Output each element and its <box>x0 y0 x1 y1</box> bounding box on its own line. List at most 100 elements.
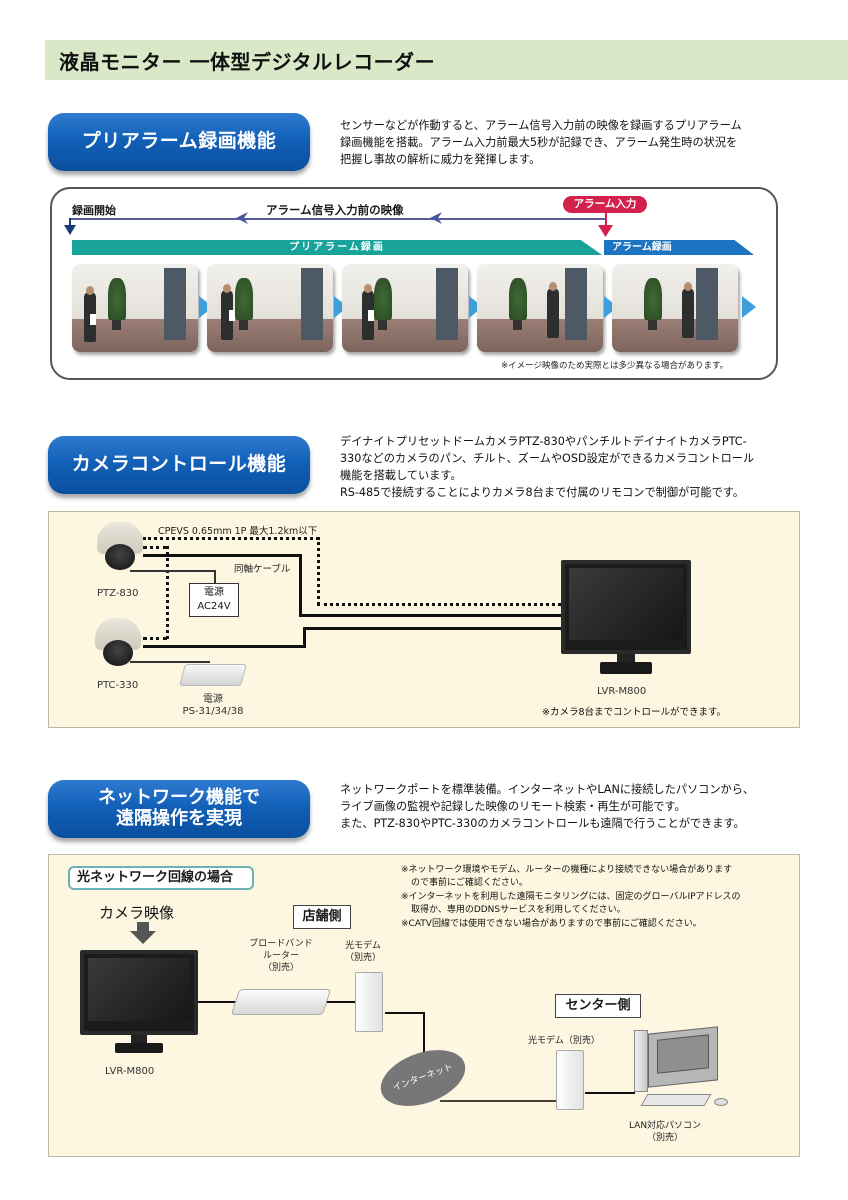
network-notes: ※ネットワーク環境やモデム、ルーターの機種により接続できない場合があります ので… <box>401 864 781 931</box>
camera-video-label: カメラ映像 <box>99 904 175 922</box>
coax-cable-label: 同軸ケーブル <box>234 564 291 575</box>
center-side-tag: センター側 <box>555 994 641 1018</box>
page-title-bar: 液晶モニター 一体型デジタルレコーダー <box>45 40 848 80</box>
coax-cable <box>303 627 306 648</box>
pc-label: LAN対応パソコン （別売） <box>615 1120 715 1144</box>
alarm-input-tag: アラーム入力 <box>563 196 647 213</box>
store-fiber-modem <box>355 972 383 1032</box>
coax-cable <box>299 614 567 617</box>
network-section-label: ネットワーク機能で <box>98 787 260 809</box>
rs485-cable <box>143 546 167 549</box>
recording-start-label: 録画開始 <box>72 204 116 217</box>
description-line: 把握し事故の解析に威力を発揮します。 <box>340 153 541 166</box>
monitor-model-label: LVR-M800 <box>105 1066 155 1077</box>
coax-cable <box>143 554 301 557</box>
description-line: 録画機能を搭載。アラーム入力前最大5秒が記録でき、アラーム発生時の状況を <box>340 136 738 149</box>
camera-control-section-button: カメラコントロール機能 <box>48 436 310 494</box>
next-frame-arrow-icon <box>742 296 756 318</box>
arrow-left-icon <box>236 212 248 224</box>
monitor-model-label: LVR-M800 <box>597 686 647 697</box>
alarm-input-tick <box>605 212 607 229</box>
description-line: 330などのカメラのパン、チルト、ズームやOSD設定ができるカメラコントロール <box>340 452 755 465</box>
rs485-cable <box>143 537 319 540</box>
network-section-label: 遠隔操作を実現 <box>116 808 242 829</box>
label-line: （別売） <box>262 963 299 973</box>
psu-label: AC24V <box>197 601 231 612</box>
power-supply-ac24v: 電源 AC24V <box>189 583 239 617</box>
arrow-down-icon <box>130 922 156 944</box>
note-line: ※インターネットを利用した遠隔モニタリングには、固定のグローバルIPアドレスの <box>401 891 741 902</box>
router-label: ブロードバンド ルーター （別売） <box>246 938 316 974</box>
rs485-cable <box>317 537 320 605</box>
monitor-note: ※カメラ8台までコントロールができます。 <box>542 707 727 718</box>
rs485-cable <box>317 603 567 606</box>
prealarm-section-label: プリアラーム録画機能 <box>81 130 277 153</box>
note-line: ので事前にご確認ください。 <box>411 878 528 889</box>
description-line: センサーなどが作動すると、アラーム信号入力前の映像を録画するプリアラーム <box>340 119 742 132</box>
power-supply-unit <box>179 664 247 686</box>
coax-cable <box>299 554 302 616</box>
fiber-cable <box>440 1100 556 1102</box>
label-line: ルーター <box>262 951 299 961</box>
label-line: ブロードバンド <box>249 939 313 949</box>
lan-pc <box>634 1026 734 1115</box>
label-line: （別売） <box>344 953 381 963</box>
psu-label: PS-31/34/38 <box>182 706 244 717</box>
alarm-recording-band: アラーム録画 <box>604 240 754 255</box>
coax-cable <box>143 645 305 648</box>
video-frame-1 <box>72 264 198 352</box>
video-frame-4 <box>477 264 603 352</box>
camera-model-label: PTZ-830 <box>97 588 139 599</box>
center-modem-label: 光モデム（別売） <box>528 1036 600 1046</box>
store-side-tag: 店舗側 <box>293 905 351 929</box>
note-line: ※ネットワーク環境やモデム、ルーターの機種により接続できない場合があります <box>401 865 733 875</box>
cable-spec-label: CPEVS 0.65mm 1P 最大1.2km以下 <box>158 526 318 537</box>
store-modem-label: 光モデム （別売） <box>338 940 388 964</box>
video-frame-3 <box>342 264 468 352</box>
timeline-start-tick <box>69 218 71 228</box>
coax-cable <box>303 627 567 630</box>
camera-model-label: PTC-330 <box>97 680 139 691</box>
video-frame-2 <box>207 264 333 352</box>
power-cable <box>130 661 210 663</box>
label-line: （別売） <box>646 1133 683 1143</box>
rs485-cable <box>166 546 169 639</box>
fiber-cable <box>385 1012 425 1014</box>
lan-cable <box>326 1001 356 1003</box>
psu-label: 電源 <box>203 694 223 705</box>
prealarm-section-button: プリアラーム録画機能 <box>48 113 310 171</box>
pre-signal-video-label: アラーム信号入力前の映像 <box>266 203 404 217</box>
psu2-label: 電源 PS-31/34/38 <box>176 694 250 718</box>
lvr-m800-monitor <box>80 950 198 1054</box>
lan-cable <box>585 1092 635 1094</box>
image-disclaimer-note: ※イメージ映像のため実際とは多少異なる場合があります。 <box>501 361 729 371</box>
fiber-cable <box>423 1012 425 1060</box>
label-line: 光モデム <box>345 941 381 951</box>
power-cable <box>130 570 216 572</box>
arrow-down-icon <box>64 225 76 235</box>
description-line: 機能を搭載しています。 <box>340 469 462 482</box>
description-line: ネットワークポートを標準装備。インターネットやLANに接続したパソコンから、 <box>340 783 755 796</box>
network-description: ネットワークポートを標準装備。インターネットやLANに接続したパソコンから、 ラ… <box>340 781 754 832</box>
camera-control-description: デイナイトプリセットドームカメラPTZ-830やパンチルトデイナイトカメラPTC… <box>340 433 754 501</box>
arrow-down-icon <box>598 225 613 237</box>
arrow-left-icon <box>430 212 442 224</box>
psu-label: 電源 <box>204 587 224 598</box>
rs485-cable <box>143 637 167 640</box>
center-fiber-modem <box>556 1050 584 1110</box>
ptc-330-camera <box>95 618 141 670</box>
lvr-m800-monitor <box>561 560 691 675</box>
network-section-button: ネットワーク機能で 遠隔操作を実現 <box>48 780 310 838</box>
ptz-830-camera <box>97 522 143 574</box>
fiber-network-case-tag: 光ネットワーク回線の場合 <box>68 866 254 890</box>
prealarm-description: センサーなどが作動すると、アラーム信号入力前の映像を録画するプリアラーム 録画機… <box>340 117 742 168</box>
timeline-line <box>69 218 606 220</box>
video-frame-5 <box>612 264 738 352</box>
note-line: 取得か、専用のDDNSサービスを利用してください。 <box>411 905 626 916</box>
description-line: RS-485で接続することによりカメラ8台まで付属のリモコンで制御が可能です。 <box>340 486 745 499</box>
label-line: LAN対応パソコン <box>628 1121 702 1131</box>
note-line: ※CATV回線では使用できない場合がありますので事前にご確認ください。 <box>401 918 702 929</box>
description-line: ライブ画像の監視や記録した映像のリモート検索・再生が可能です。 <box>340 800 686 813</box>
broadband-router <box>230 979 332 1023</box>
page-title: 液晶モニター 一体型デジタルレコーダー <box>59 50 436 74</box>
